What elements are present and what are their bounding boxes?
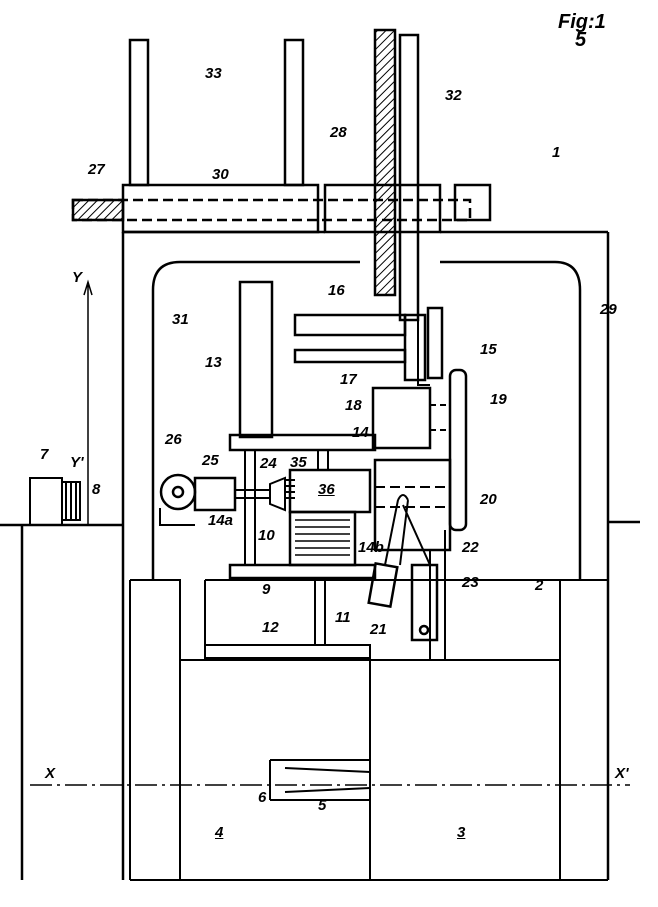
y-axis — [84, 282, 92, 525]
label-25: 25 — [202, 453, 219, 468]
axis-label-y-prime: Y' — [70, 455, 84, 470]
label-28: 28 — [330, 125, 347, 140]
label-13: 13 — [205, 355, 222, 370]
label-4: 4 — [215, 825, 223, 840]
axis-label-x: X — [45, 766, 55, 781]
plate-15 — [428, 308, 442, 378]
label-3: 3 — [457, 825, 465, 840]
label-5: 5 — [318, 798, 326, 813]
block-30 — [123, 185, 318, 232]
label-30: 30 — [212, 167, 229, 182]
shaft-20 — [375, 487, 450, 507]
label-19: 19 — [490, 392, 507, 407]
block-far-right — [455, 185, 490, 220]
label-2: 2 — [535, 578, 543, 593]
rod-28 — [375, 30, 395, 295]
cylinder-21 — [369, 563, 398, 606]
inner-frame — [153, 262, 580, 580]
label-18: 18 — [345, 398, 362, 413]
label-36: 36 — [318, 482, 335, 497]
label-9: 9 — [262, 582, 270, 597]
label-16: 16 — [328, 283, 345, 298]
sheet-mark: 5 — [575, 30, 586, 50]
bar-17 — [295, 350, 405, 362]
block-15 — [405, 315, 425, 380]
label-20: 20 — [480, 492, 497, 507]
label-6: 6 — [258, 790, 266, 805]
label-8: 8 — [92, 482, 100, 497]
label-27: 27 — [88, 162, 105, 177]
label-33: 33 — [205, 66, 222, 81]
label-11: 11 — [335, 610, 351, 625]
roller-26 — [161, 475, 195, 509]
bar-16 — [295, 315, 405, 335]
label-29: 29 — [600, 302, 617, 317]
coil-windings — [295, 520, 350, 555]
block-7 — [30, 478, 80, 525]
disc-19-20 — [450, 370, 466, 530]
lever-22 — [385, 495, 430, 565]
label-17: 17 — [340, 372, 357, 387]
label-32: 32 — [445, 88, 462, 103]
shaft-18 — [430, 405, 450, 430]
axis-label-y: Y — [72, 270, 82, 285]
label-14a: 14a — [208, 513, 233, 528]
plate-9 — [230, 565, 375, 578]
shaft-27 — [73, 200, 470, 220]
outer-frame — [123, 232, 608, 880]
label-7: 7 — [40, 447, 48, 462]
block-18 — [373, 388, 430, 448]
label-24: 24 — [260, 456, 277, 471]
cylinder-25 — [195, 478, 235, 510]
label-15: 15 — [480, 342, 497, 357]
label-31: 31 — [172, 312, 189, 327]
rod-24 — [235, 478, 285, 510]
rod-32 — [400, 35, 418, 320]
column-33-left — [130, 40, 148, 185]
label-14: 14 — [352, 425, 369, 440]
column-33-right — [285, 40, 303, 185]
label-35: 35 — [290, 455, 307, 470]
ground-left — [0, 522, 640, 880]
shaft-27-end — [73, 200, 123, 220]
housing-14b — [375, 460, 450, 550]
label-23: 23 — [462, 575, 479, 590]
label-22: 22 — [462, 540, 479, 555]
label-21: 21 — [370, 622, 387, 637]
label-10: 10 — [258, 528, 275, 543]
base-lines — [130, 580, 608, 880]
part-5 — [270, 760, 370, 800]
axis-label-x-prime: X' — [615, 766, 629, 781]
label-1: 1 — [552, 145, 560, 160]
label-14b: 14b — [358, 540, 384, 555]
rod-11 — [315, 578, 325, 645]
column-13 — [240, 282, 272, 437]
label-26: 26 — [165, 432, 182, 447]
label-12: 12 — [262, 620, 279, 635]
cylinder-23 — [412, 565, 437, 640]
